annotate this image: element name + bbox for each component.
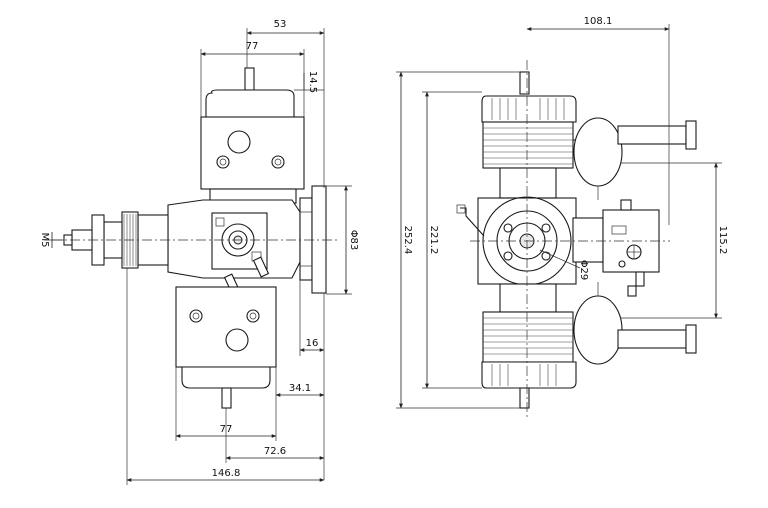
- mount-flange: [311, 185, 327, 294]
- bottom-bolt-right: [246, 309, 260, 323]
- dim-146-8: 146.8: [212, 468, 241, 479]
- top-bolt-right: [271, 155, 285, 169]
- rv-top-exhaust-pipe: [617, 125, 687, 145]
- rv-top-cylinder: [482, 121, 574, 169]
- rear-plate: [299, 197, 313, 281]
- rv-throttle-lever: [460, 207, 485, 237]
- rv-intake: [572, 217, 604, 263]
- bottom-head-cap: [181, 366, 271, 389]
- dim-53: 53: [274, 19, 287, 30]
- rv-top-head: [481, 95, 577, 123]
- rv-bottom-cylinder: [482, 311, 574, 363]
- top-spark-plug: [244, 67, 255, 91]
- rv-bottom-spark-plug: [519, 387, 530, 409]
- rv-bottom-muffler: [573, 295, 623, 365]
- bottom-bolt-left: [189, 309, 203, 323]
- rv-top-muffler: [573, 117, 623, 187]
- dim-108-1: 108.1: [584, 16, 613, 27]
- dim-14-5: 14.5: [307, 71, 318, 93]
- left-engine-view: [44, 28, 352, 485]
- dim-77-top: 77: [246, 41, 259, 52]
- dim-221-2: 221.2: [428, 226, 439, 255]
- dim-phi29: Φ29: [578, 260, 589, 281]
- top-bolt-left: [216, 155, 230, 169]
- dim-16: 16: [306, 338, 319, 349]
- dim-77-bottom: 77: [220, 424, 233, 435]
- dim-34-1: 34.1: [289, 383, 311, 394]
- dim-72-6: 72.6: [264, 446, 286, 457]
- dim-115-2: 115.2: [717, 226, 728, 255]
- bottom-port-hole: [225, 328, 249, 352]
- bottom-spark-plug: [221, 387, 232, 409]
- dim-phi83: Φ83: [348, 230, 359, 251]
- top-cylinder-block: [200, 116, 305, 190]
- rv-bottom-exhaust-pipe: [617, 329, 687, 349]
- top-port-hole: [227, 130, 251, 154]
- rv-top-spark-plug: [519, 71, 530, 95]
- dim-252-4: 252.4: [402, 226, 413, 255]
- rv-bottom-head: [481, 361, 577, 389]
- top-head-cap: [205, 89, 295, 119]
- right-engine-view: [396, 24, 722, 420]
- bottom-cylinder-block: [175, 286, 277, 368]
- needle-screw-2: [252, 256, 270, 278]
- dim-m5: M5: [39, 233, 50, 248]
